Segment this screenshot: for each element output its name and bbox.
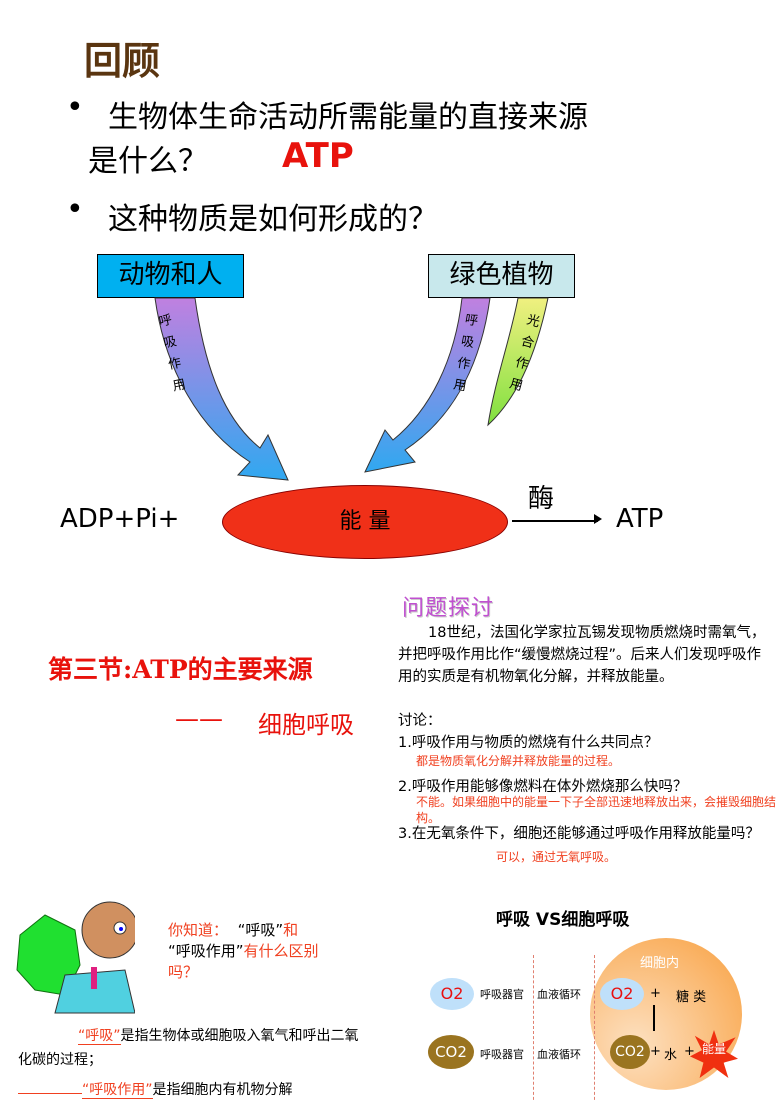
cell-label: 细胞内 (640, 956, 680, 971)
box-plants: 绿色植物 (428, 254, 575, 298)
organ-label: 呼吸器官 (480, 1048, 524, 1061)
slide-title: 回顾 (84, 38, 161, 83)
reaction-arrow (512, 520, 598, 522)
prompt-part1: 你知道： (168, 921, 229, 939)
box-animals: 动物和人 (97, 254, 244, 298)
prompt-term1: “呼吸” (237, 921, 284, 939)
def1-term: “呼吸” (78, 1028, 121, 1045)
question-prompt: 你知道： “呼吸”和 “呼吸作用”有什么区别吗？ (168, 920, 348, 983)
divider (533, 955, 534, 1102)
plus: + (684, 1044, 695, 1059)
co2-cloud-cell: CO2 (610, 1035, 650, 1069)
comparison-title: 呼吸 VS细胞呼吸 (496, 910, 630, 930)
intro-paragraph: 18世纪，法国化学家拉瓦锡发现物质燃烧时需氧气，并把呼吸作用比作“缓慢燃烧过程”… (398, 625, 766, 685)
definition-1: “呼吸”是指生物体或细胞吸入氧气和呼出二氧化碳的过程； (18, 1024, 368, 1072)
question-3: 3.在无氧条件下，细胞还能够通过呼吸作用释放能量吗？ (398, 826, 760, 842)
plus: + (650, 1044, 661, 1059)
answer-atp: ATP (282, 136, 354, 176)
answer-3: 可以，通过无氧呼吸。 (496, 850, 617, 864)
def2-term: “呼吸作用” (82, 1082, 153, 1099)
prompt-part2: 有什么区别吗？ (168, 942, 319, 981)
section-subheading: 细胞呼吸 (258, 711, 354, 739)
co2-cloud: CO2 (428, 1035, 474, 1069)
arrow-respiration-left (154, 297, 289, 481)
def1-text: 是指生物体或细胞吸入氧气和呼出二氧化碳的过程； (18, 1028, 359, 1068)
arrow-head-icon (594, 514, 602, 524)
arrows-diagram (154, 297, 549, 481)
discussion-title: 问题探讨 (402, 596, 495, 621)
definition-2: “呼吸作用”是指细胞内有机物分解 (18, 1077, 293, 1101)
blood-label: 血液循环 (537, 988, 581, 1001)
equation-right: ATP (616, 504, 664, 534)
sugar-label: 糖 类 (676, 990, 707, 1005)
plus: + (650, 986, 661, 1001)
prompt-and: 和 (283, 921, 299, 939)
question-2: 这种物质是如何形成的？ (108, 202, 438, 237)
o2-cloud: O2 (430, 978, 474, 1010)
dash: —— (175, 705, 223, 733)
question-1-line-1: 生物体生命活动所需能量的直接来源 (108, 100, 588, 135)
organ-label: 呼吸器官 (480, 988, 524, 1001)
bullet: • (66, 192, 84, 227)
question-1-line-2: 是什么？ (88, 144, 208, 179)
energy-ellipse: 能 量 (222, 485, 508, 559)
equation-left: ADP+Pi+ (60, 504, 180, 534)
question-1: 1.呼吸作用与物质的燃烧有什么共同点？ (398, 735, 659, 751)
arrow-respiration-right (364, 297, 491, 473)
down-arrow-icon (653, 1005, 655, 1031)
arrow-photosynthesis (487, 297, 549, 427)
divider (594, 955, 595, 1102)
water-label: 水 (664, 1048, 678, 1063)
def2-text: 是指细胞内有机物分解 (152, 1082, 293, 1098)
blood-label: 血液循环 (537, 1048, 581, 1061)
enzyme-label: 酶 (528, 484, 555, 514)
answer-1: 都是物质氧化分解并释放能量的过程。 (416, 754, 621, 768)
answer-2: 不能。如果细胞中的能量一下子全部迅速地释放出来，会摧毁细胞结构。 (416, 795, 777, 825)
prompt-term2: “呼吸作用” (168, 942, 244, 960)
question-2: 2.呼吸作用能够像燃料在体外燃烧那么快吗？ (398, 779, 688, 795)
section-heading: 第三节:ATP的主要来源 (48, 655, 313, 684)
bullet: • (66, 90, 84, 125)
o2-cloud-cell: O2 (600, 978, 644, 1010)
professor-illustration (16, 901, 135, 1014)
discuss-label: 讨论： (398, 713, 442, 729)
